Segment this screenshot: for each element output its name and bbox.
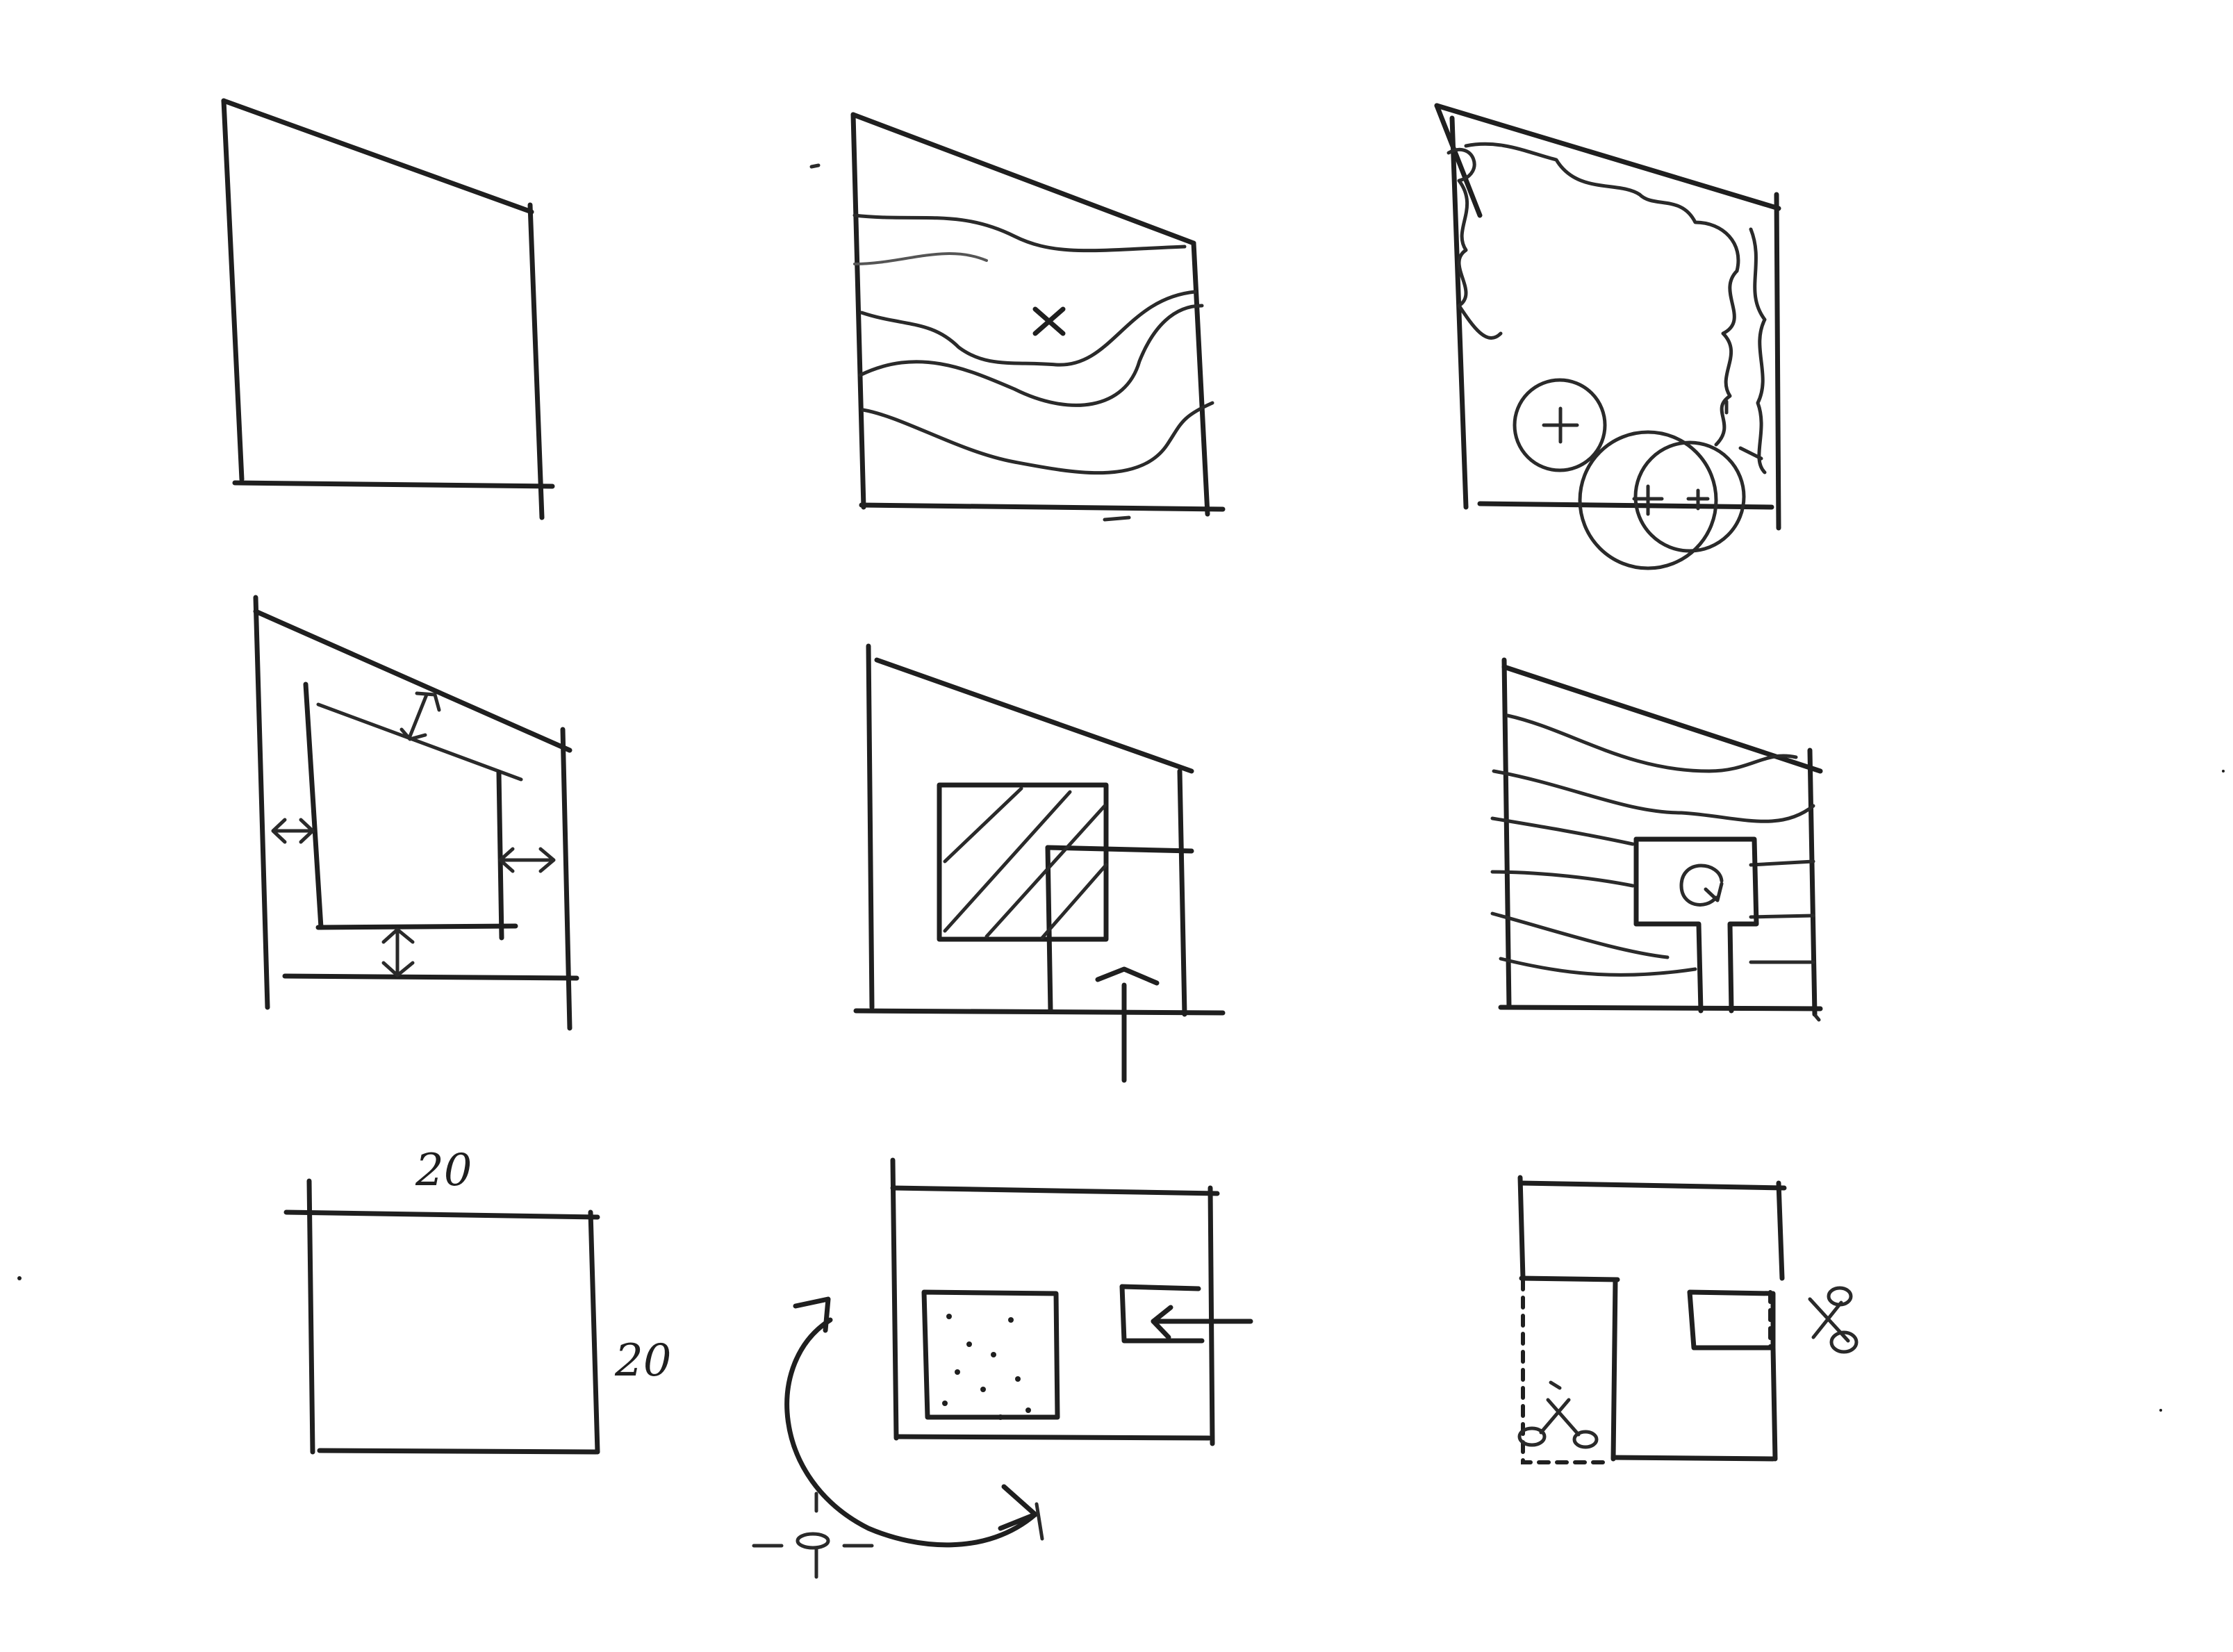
sketch-site-vegetation <box>1434 103 1781 570</box>
sketch-square-module <box>283 1178 600 1455</box>
module-depth-label: 20 <box>614 1335 671 1387</box>
sketch-orientation-on-contours <box>1490 657 1823 1022</box>
sketch-site-topography <box>809 112 1226 522</box>
sketch-subtractions <box>1517 1175 1859 1464</box>
module-width-label: 20 <box>415 1145 472 1196</box>
sketch-courtyard-and-entry <box>752 1157 1253 1579</box>
stray-pencil-marks <box>17 770 2225 1412</box>
sketch-footprint-and-access <box>853 643 1226 1083</box>
sketch-setbacks <box>253 595 579 1031</box>
sketch-site-outline <box>221 98 555 520</box>
